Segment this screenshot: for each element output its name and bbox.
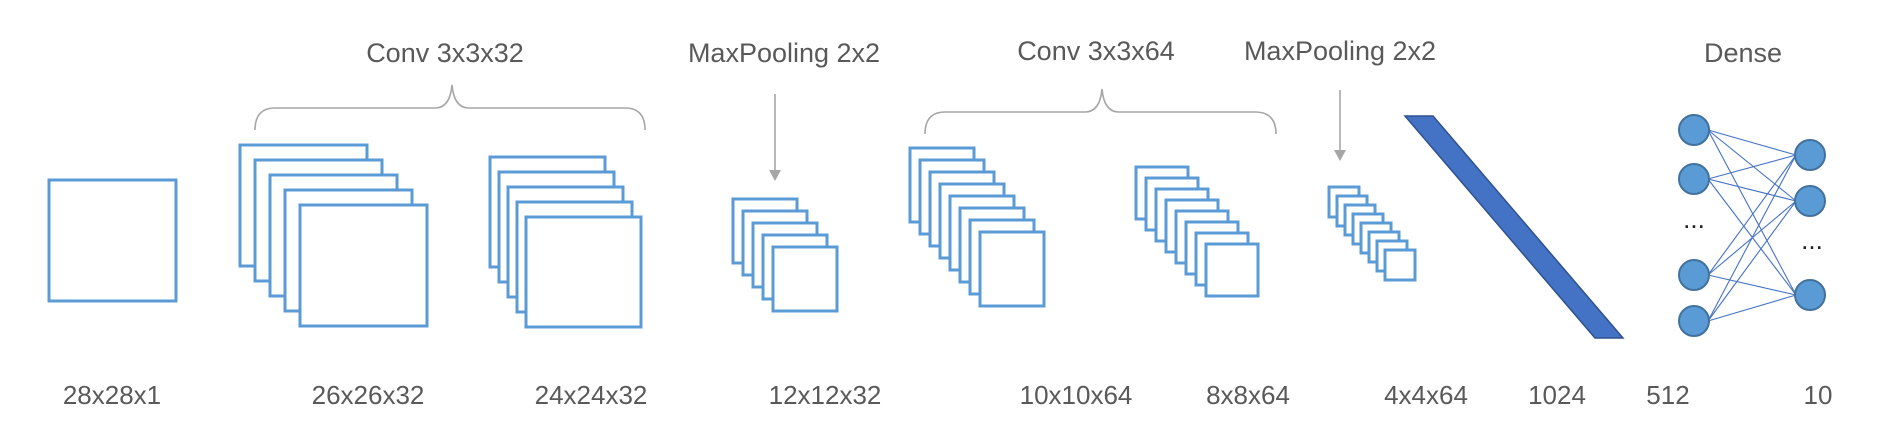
dense-edge-11 (1707, 200, 1797, 322)
dense-edge-5 (1707, 178, 1797, 202)
pool1-arrow (769, 94, 781, 181)
conv2b-dim-label: 8x8x64 (1206, 380, 1290, 410)
conv1-brace (254, 84, 646, 131)
dense2-node-1 (1794, 139, 1826, 171)
conv2a-dim-label: 10x10x64 (1020, 380, 1133, 410)
conv2b-feature-map-stack (1134, 165, 1260, 298)
dense1-node-3 (1678, 259, 1710, 291)
pool1-feature-map-stack (731, 197, 839, 313)
conv1b-dim-label: 24x24x32 (535, 380, 648, 410)
input-feature-map (47, 178, 178, 303)
dense1-node-4 (1678, 305, 1710, 337)
flatten-dim-label: 1024 (1528, 380, 1586, 410)
conv2-label: Conv 3x3x64 (1017, 36, 1175, 66)
conv1a-feature-map-5 (298, 203, 429, 328)
dense1-node-1 (1678, 114, 1710, 146)
pool2-feature-map-8 (1383, 248, 1417, 282)
pool1-feature-map-5 (771, 245, 839, 313)
dense-edge-3 (1707, 129, 1797, 296)
dense-edge-2 (1707, 129, 1797, 202)
dense1-node-2 (1678, 163, 1710, 195)
dense-edge-1 (1707, 129, 1797, 156)
dense-edge-7 (1707, 154, 1797, 276)
dense2-node-2 (1794, 185, 1826, 217)
conv1a-dim-label: 26x26x32 (312, 380, 425, 410)
conv2-brace (924, 88, 1277, 135)
conv1b-feature-map-5 (524, 215, 643, 329)
dense1-ellipsis: ... (1683, 204, 1705, 234)
dense-edge-4 (1707, 154, 1797, 180)
conv2a-feature-map-stack (908, 146, 1046, 308)
dense-edge-9 (1707, 274, 1797, 296)
dense2-node-3 (1794, 279, 1826, 311)
dense-network: ... ... (1678, 114, 1826, 337)
conv2b-feature-map-8 (1204, 242, 1260, 298)
dense-connections (1707, 129, 1797, 322)
dense2-dim-label: 10 (1804, 380, 1833, 410)
dense1-dim-label: 512 (1646, 380, 1689, 410)
pool2-dim-label: 4x4x64 (1384, 380, 1468, 410)
pool1-label: MaxPooling 2x2 (688, 38, 880, 68)
flatten-layer (1403, 115, 1625, 339)
input-dim-label: 28x28x1 (63, 380, 161, 410)
dense-label: Dense (1704, 38, 1782, 68)
pool2-feature-map-stack (1327, 185, 1417, 282)
dense-edge-10 (1707, 154, 1797, 322)
conv1-label: Conv 3x3x32 (366, 38, 524, 68)
conv1a-feature-map-stack (238, 143, 429, 328)
pool2-label: MaxPooling 2x2 (1244, 36, 1436, 66)
dense-edge-12 (1707, 294, 1797, 322)
conv2a-feature-map-8 (978, 230, 1046, 308)
pool2-arrow (1334, 90, 1346, 161)
dense2-ellipsis: ... (1801, 225, 1823, 255)
conv1b-feature-map-stack (488, 155, 643, 329)
pool1-dim-label: 12x12x32 (769, 380, 882, 410)
